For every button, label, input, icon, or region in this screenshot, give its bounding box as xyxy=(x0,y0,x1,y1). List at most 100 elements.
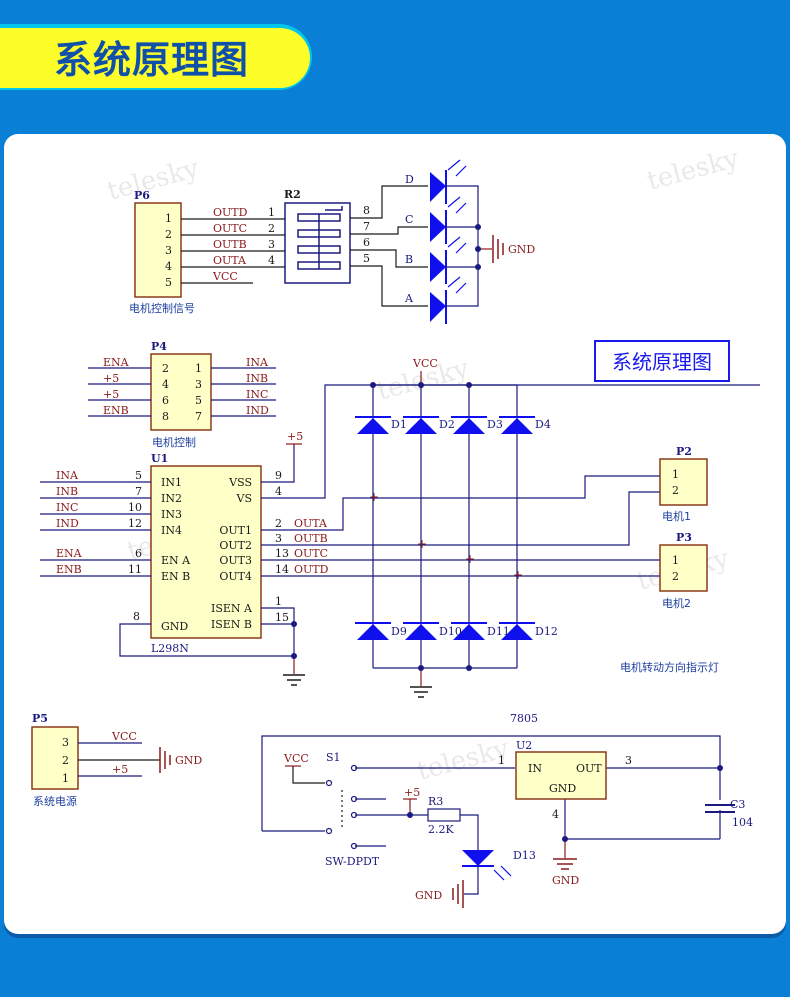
r2-ref: R2 xyxy=(284,188,301,201)
p2-motor1-connector: P2 1 2 电机1 xyxy=(659,445,708,523)
pin-name: ISEN B xyxy=(211,618,252,631)
watermarks: telesky telesky telesky telesky telesky … xyxy=(104,144,742,787)
pin-name: OUT4 xyxy=(219,570,252,583)
p4-ref: P4 xyxy=(151,340,167,353)
led-icon xyxy=(430,292,446,322)
resistor-icon xyxy=(427,808,461,822)
pin-number: 2 xyxy=(275,517,282,530)
p5-pin: 1 xyxy=(62,772,69,785)
u1-ref: U1 xyxy=(151,452,168,465)
s1-ref: S1 xyxy=(326,751,341,764)
ground-icon xyxy=(492,235,504,263)
r2-pin: 7 xyxy=(363,220,370,233)
net-label: +5 xyxy=(103,388,119,401)
pin-number: 10 xyxy=(128,501,142,514)
p5-ref: P5 xyxy=(32,712,48,725)
pin-name: IN1 xyxy=(161,476,182,489)
p4-pin: 7 xyxy=(195,410,202,423)
pin-number: 13 xyxy=(275,547,289,560)
pin-name: OUT xyxy=(576,762,602,775)
led-label: A xyxy=(404,292,414,305)
header-banner xyxy=(0,28,310,88)
pin-number: 8 xyxy=(133,610,140,623)
ground-icon xyxy=(410,686,432,698)
p5-pin: 2 xyxy=(62,754,69,767)
p6-connector: P6 1 2 3 4 5 电机控制信号 OUTD OUTC OUTB OUTA … xyxy=(129,189,285,315)
net-label: INB xyxy=(56,485,78,498)
vcc-label: VCC xyxy=(412,357,438,370)
pin-name: ISEN A xyxy=(211,602,253,615)
ground-icon xyxy=(159,747,171,773)
led-icon xyxy=(462,850,494,866)
led-icon xyxy=(430,252,446,282)
u2-ref: U2 xyxy=(516,739,532,752)
diode-bridge: VCC D1 D2 D3 D4 D9 D10 D11 D12 xyxy=(354,357,719,698)
pin-name: OUT1 xyxy=(219,524,252,537)
pin-name: IN3 xyxy=(161,508,182,521)
pin-number: 1 xyxy=(275,595,282,608)
p3-ref: P3 xyxy=(676,531,692,544)
net-label: OUTD xyxy=(294,563,329,576)
p2-pin: 1 xyxy=(672,468,679,481)
svg-text:+: + xyxy=(369,490,379,504)
diode-label: D11 xyxy=(487,625,510,638)
net-label: VCC xyxy=(111,730,137,743)
net-label: ENB xyxy=(103,404,129,417)
svg-text:+: + xyxy=(417,537,427,551)
diode-label: D10 xyxy=(439,625,462,638)
p6-pin: 3 xyxy=(165,244,172,257)
indicator-leds: D C B A GND xyxy=(404,159,535,324)
pin-name: GND xyxy=(549,782,576,795)
p2-pin: 2 xyxy=(672,484,679,497)
pin-name: VSS xyxy=(228,476,252,489)
pin-number: 12 xyxy=(128,517,142,530)
pin-number: 14 xyxy=(275,563,289,576)
p4-caption: 电机控制 xyxy=(152,435,196,449)
p2-caption: 电机1 xyxy=(662,509,691,523)
p4-pin: 5 xyxy=(195,394,202,407)
p6-pin: 4 xyxy=(165,260,172,273)
svg-text:+: + xyxy=(465,552,475,566)
pin-number: 4 xyxy=(552,808,559,821)
p3-motor2-connector: P3 1 2 电机2 xyxy=(659,531,708,610)
ground-icon xyxy=(283,674,305,686)
pin-number: 7 xyxy=(135,485,142,498)
net-label: IND xyxy=(56,517,79,530)
diode-icon xyxy=(354,416,536,641)
led-icon xyxy=(430,212,446,242)
bridge-caption: 电机转动方向指示灯 xyxy=(620,660,719,674)
net-label: ENA xyxy=(56,547,83,560)
r2-resistor-network: R2 1 2 3 4 8 7 6 5 xyxy=(268,185,428,307)
net-label: INA xyxy=(56,469,79,482)
p4-pin: 4 xyxy=(162,378,169,391)
capacitor-icon xyxy=(705,804,735,813)
net-label: INA xyxy=(246,356,269,369)
pin-number: 11 xyxy=(128,563,142,576)
pin-name: GND xyxy=(161,620,188,633)
p6-ref: P6 xyxy=(134,189,150,202)
r3-ref: R3 xyxy=(428,795,443,808)
diode-label: D4 xyxy=(535,418,551,431)
p4-connector: P4 ENA +5 +5 ENB INA INB INC IND 2 4 6 8… xyxy=(88,340,276,449)
diode-label: D12 xyxy=(535,625,558,638)
pin-name: IN2 xyxy=(161,492,182,505)
s1-type: SW-DPDT xyxy=(325,855,380,868)
p6-pin: 1 xyxy=(165,212,172,225)
r2-pin: 1 xyxy=(268,206,275,219)
c3-value: 104 xyxy=(732,816,753,829)
p4-pin: 8 xyxy=(162,410,169,423)
net-label: +5 xyxy=(103,372,119,385)
p3-caption: 电机2 xyxy=(662,596,691,610)
net-label: IND xyxy=(246,404,269,417)
p4-pin: 6 xyxy=(162,394,169,407)
net-label: OUTB xyxy=(294,532,328,545)
pin-number: 6 xyxy=(135,547,142,560)
net-label: +5 xyxy=(112,763,128,776)
watermark: telesky xyxy=(644,144,742,197)
p4-pin: 3 xyxy=(195,378,202,391)
p5-power-connector: P5 3 2 1 VCC +5 GND 系统电源 xyxy=(31,712,202,808)
net-label: OUTA xyxy=(213,254,247,267)
vcc-label: VCC xyxy=(283,752,309,765)
diode-label: D3 xyxy=(487,418,503,431)
